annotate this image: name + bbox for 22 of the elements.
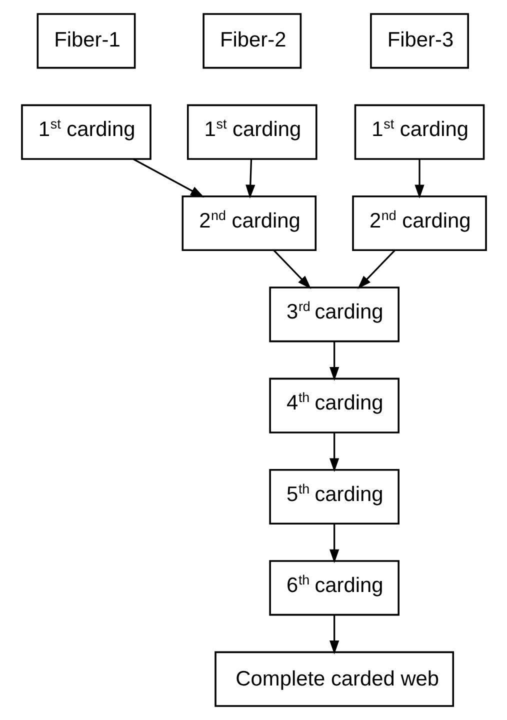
arrow xyxy=(245,159,255,198)
node-box: 1$^{st}$ carding xyxy=(20,104,151,160)
arrow xyxy=(356,250,395,289)
node-box: 1$^{st}$ carding xyxy=(354,104,484,160)
node-box: Fiber-3 xyxy=(370,13,468,69)
node-box: 2$^{nd}$ carding xyxy=(181,195,316,252)
arrow xyxy=(329,341,339,381)
arrow xyxy=(272,250,311,289)
node-box: Fiber-2 xyxy=(202,13,302,69)
node-box: 4$^{th}$ carding xyxy=(268,378,399,434)
arrow xyxy=(329,432,339,472)
node-box: 6$^{th}$ carding xyxy=(268,560,399,616)
node-box: Complete carded web xyxy=(214,651,454,707)
node-box: Fiber-1 xyxy=(36,13,136,69)
arrow xyxy=(414,159,424,198)
node-box: 3$^{rd}$ carding xyxy=(268,286,399,342)
arrow xyxy=(132,158,204,198)
node-box: 1$^{st}$ carding xyxy=(186,104,317,160)
node-box: 2$^{nd}$ carding xyxy=(352,195,486,252)
arrow xyxy=(329,614,339,654)
node-box: 5$^{th}$ carding xyxy=(268,468,399,525)
arrow xyxy=(329,524,339,564)
